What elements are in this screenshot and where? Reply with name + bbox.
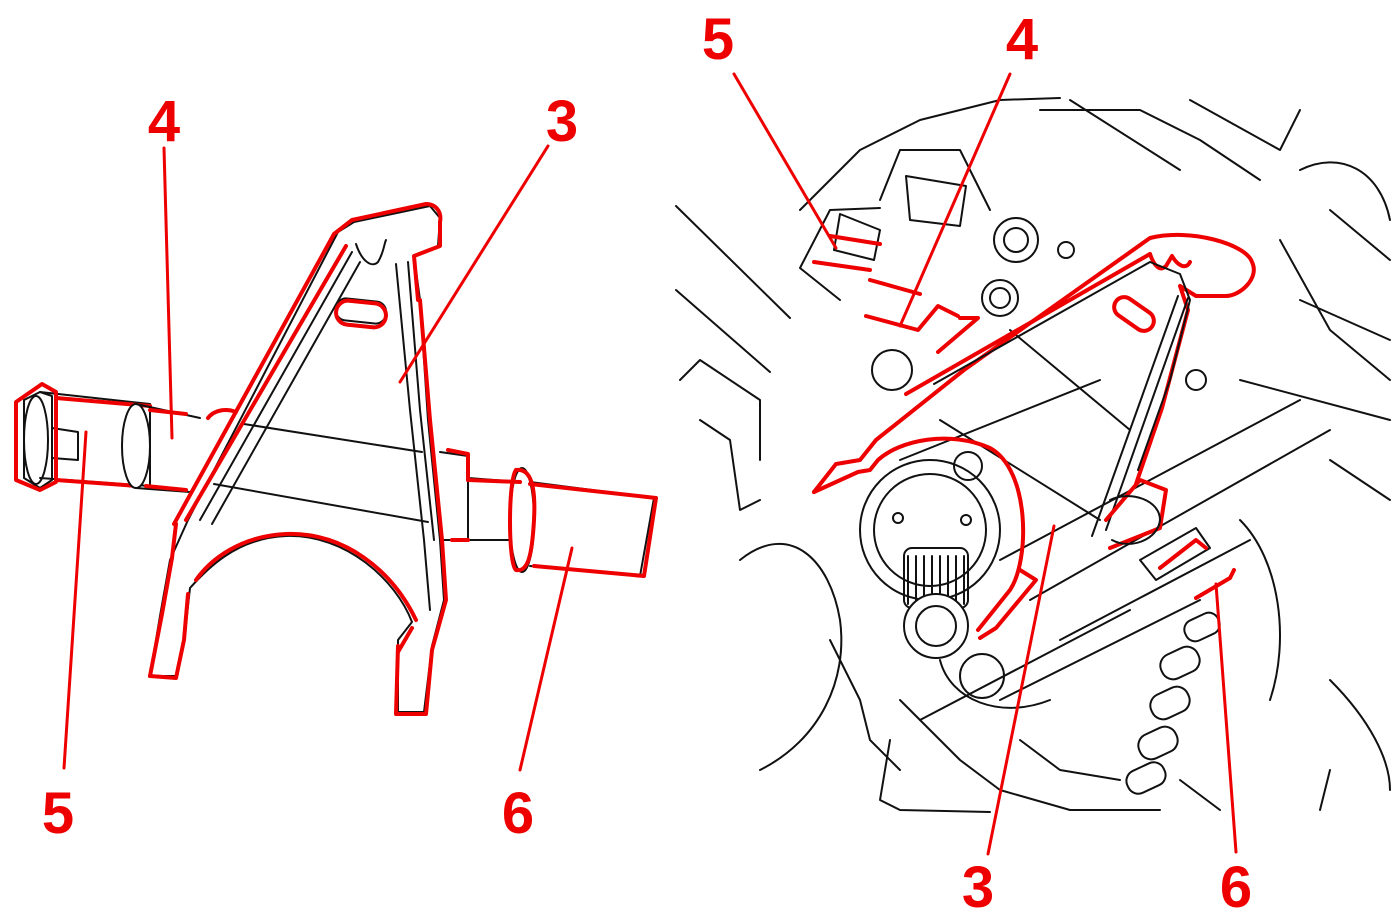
left-callout-3: 3 (545, 89, 579, 154)
right-view (675, 72, 1391, 856)
left-leader-6 (518, 546, 574, 772)
left-leader-lines (62, 144, 574, 772)
left-leader-4 (162, 146, 174, 440)
right-callout-3: 3 (961, 855, 995, 920)
right-shaft-right-part (1139, 527, 1236, 600)
right-rail-part (812, 213, 980, 354)
left-leader-5 (62, 430, 88, 770)
left-view (14, 144, 658, 772)
right-callout-6: 6 (1219, 855, 1253, 920)
left-fork-part (148, 202, 448, 716)
left-shaft-collar-part (121, 403, 238, 493)
housing-bosses (871, 217, 1207, 699)
right-leader-4 (898, 72, 1012, 328)
housing-linework (675, 97, 1391, 813)
right-leader-6 (1214, 582, 1238, 854)
right-callout-4: 4 (1005, 7, 1039, 72)
housing-slots (1125, 611, 1221, 795)
right-leader-lines (732, 72, 1238, 856)
left-callout-6: 6 (501, 781, 535, 846)
left-shaft-right-part (439, 448, 658, 578)
input-shaft (859, 459, 1001, 659)
right-fork-part (812, 232, 1256, 640)
right-leader-3 (986, 524, 1056, 856)
left-callout-4: 4 (147, 89, 181, 154)
left-leader-3 (398, 144, 550, 384)
right-leader-5 (732, 72, 838, 250)
left-callout-5: 5 (41, 781, 75, 846)
right-callout-5: 5 (701, 7, 735, 72)
